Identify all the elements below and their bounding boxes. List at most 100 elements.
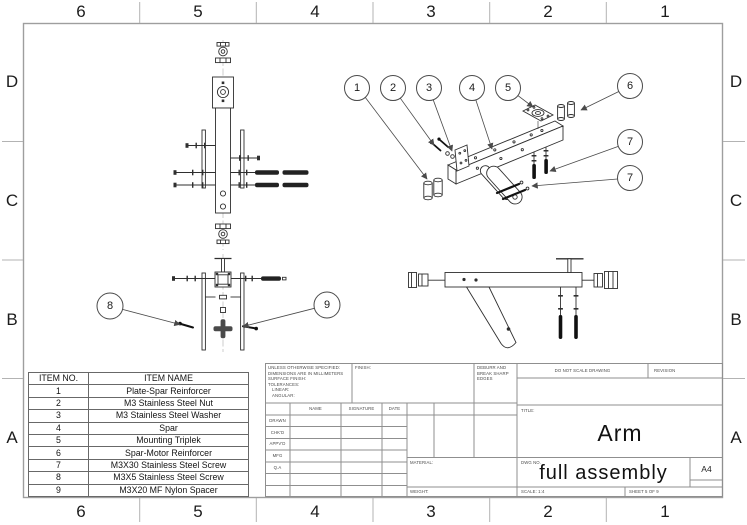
balloon-callouts: 1 2 3 4 5 6 7	[96, 73, 643, 329]
bom-cell-name: M3 Stainless Steel Nut	[88, 396, 249, 411]
zone-col-label-top-3: 3	[426, 2, 436, 21]
col-header-signature: SIGNATURE	[348, 406, 375, 412]
hanging-screws	[558, 287, 579, 339]
right-bracket	[582, 271, 618, 289]
title-block-grid	[265, 363, 723, 497]
spec-line: DIMENSIONS ARE IN MILLIMETERS	[268, 370, 344, 376]
title-label: TITLE:	[521, 407, 535, 413]
bom-cell-no: 8	[28, 471, 89, 485]
spec-line: ANGULAR:	[272, 392, 295, 398]
bom-cell-no: 2	[28, 396, 89, 411]
zone-col-label-top-6: 6	[76, 2, 86, 21]
top-fastener-stack	[215, 42, 231, 64]
diagonal-screws	[495, 180, 530, 201]
bom-header-row: ITEM NO. ITEM NAME	[28, 371, 249, 386]
spec-line: SURFACE FINISH:	[268, 376, 307, 382]
bom-cell-no: 6	[28, 446, 89, 460]
side-screws	[173, 142, 309, 188]
plate-spar-reinforcers	[423, 177, 443, 201]
row-label-drawn: DRAWN	[269, 418, 286, 424]
right-plate	[240, 272, 245, 351]
view-iso-exploded	[423, 101, 575, 205]
drawing-number: full assembly	[539, 461, 668, 484]
drawing-title: Arm	[597, 419, 643, 446]
zone-col-label-bottom-2: 2	[543, 502, 553, 521]
material-label: MATERIAL:	[410, 460, 434, 465]
svg-text:3: 3	[426, 82, 432, 94]
view-front-exploded	[173, 40, 309, 250]
revision-label: REVISION	[654, 368, 676, 373]
dwg-no-label: DWG NO.	[521, 459, 542, 465]
balloon-7-lower: 7	[531, 165, 643, 191]
deburr-note: DEBURR AND BREAK SHARP EDGES	[477, 365, 509, 382]
bom-cell-no: 7	[28, 458, 89, 473]
right-plate	[240, 129, 245, 189]
col-header-name: NAME	[309, 406, 322, 412]
left-plate	[201, 272, 206, 351]
zone-col-label-bottom-6: 6	[76, 502, 86, 521]
sheet-label: SHEET 5 OF 9	[629, 489, 659, 494]
bom-cell-no: 1	[28, 384, 89, 398]
zone-row-label-left-c: C	[5, 191, 19, 210]
finish-label: FINISH:	[355, 365, 371, 370]
spar-front	[212, 76, 234, 214]
svg-text:9: 9	[324, 299, 330, 311]
bom-cell-no: 5	[28, 433, 89, 448]
bom-cell-name: Plate-Spar Reinforcer	[88, 384, 249, 398]
sheet-frame	[22, 22, 724, 499]
balloon-6: 6	[580, 73, 643, 111]
col-header-date: DATE	[388, 406, 401, 412]
svg-text:2: 2	[390, 82, 396, 94]
spec-line: UNLESS OTHERWISE SPECIFIED:	[268, 365, 341, 370]
zone-row-label-right-d: D	[729, 72, 743, 91]
bottom-fastener-stack	[215, 223, 231, 245]
svg-text:6: 6	[627, 80, 633, 92]
zone-col-label-bottom-3: 3	[426, 502, 436, 521]
svg-text:1: 1	[354, 82, 360, 94]
balloon-7-upper: 7	[549, 129, 643, 173]
title-block: UNLESS OTHERWISE SPECIFIED: DIMENSIONS A…	[265, 363, 723, 497]
do-not-scale-note: DO NOT SCALE DRAWING	[554, 367, 611, 373]
balloon-1: 1	[344, 75, 428, 180]
bom-header-item-name: ITEM NAME	[88, 371, 249, 386]
zone-row-label-right-c: C	[729, 191, 743, 210]
reinforcer-plate	[454, 144, 470, 172]
bom-cell-no: 4	[28, 421, 89, 435]
balloon-9: 9	[242, 291, 341, 329]
zone-row-label-left-a: A	[6, 428, 18, 447]
view-side	[408, 258, 618, 349]
arm-side	[465, 286, 517, 349]
zone-row-label-left-b: B	[6, 310, 18, 329]
zone-row-label-right-b: B	[730, 310, 742, 329]
bom-cell-no: 9	[28, 483, 89, 498]
balloon-8: 8	[96, 292, 181, 327]
zone-col-label-top-1: 1	[660, 2, 670, 21]
vertical-screws	[531, 147, 549, 179]
handle	[556, 258, 584, 273]
weight-label: WEIGHT:	[410, 489, 429, 494]
paper-size: A4	[701, 463, 712, 474]
zone-row-label-right-a: A	[730, 428, 742, 447]
bom-cell-name: Spar-Motor Reinforcer	[88, 446, 249, 460]
zone-col-label-top-5: 5	[193, 2, 203, 21]
cross-screw-row	[172, 275, 287, 282]
bom-cell-name: M3X20 MF Nylon Spacer	[88, 483, 249, 498]
bom-cell-no: 3	[28, 409, 89, 423]
bom-cell-name: M3 Stainless Steel Washer	[88, 409, 249, 423]
view-top-exploded	[172, 254, 287, 352]
svg-text:8: 8	[107, 300, 113, 312]
bom-cell-name: Mounting Triplek	[88, 433, 249, 448]
mounting-plate	[522, 104, 554, 122]
zone-col-label-bottom-4: 4	[310, 502, 320, 521]
scale-label: SCALE: 1:4	[521, 489, 545, 494]
balloon-4: 4	[459, 75, 494, 150]
